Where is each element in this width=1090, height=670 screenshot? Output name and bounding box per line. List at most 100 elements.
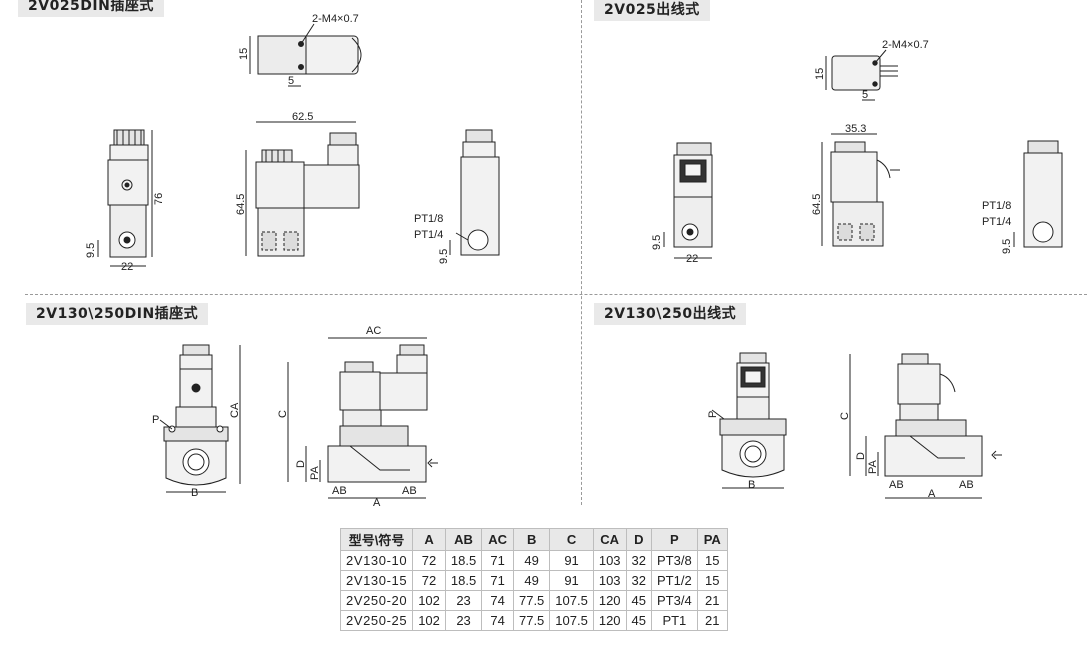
section-title-2v130-250-din: 2V130\250DIN插座式: [26, 303, 209, 325]
s3-dim-b: B: [191, 487, 198, 499]
s3-dim-ab-right: AB: [402, 485, 417, 497]
s3-dim-ab-left: AB: [332, 485, 347, 497]
s2-dim-9-5-left: 9.5: [651, 235, 663, 250]
cell-model: 2V250-25: [339, 610, 414, 631]
cell: 77.5: [512, 590, 551, 611]
cell: 72: [412, 570, 446, 591]
cell: 15: [696, 570, 728, 591]
s1-dim-9-5-right: 9.5: [438, 249, 450, 264]
cell: 120: [592, 590, 627, 611]
cell: 18.5: [444, 570, 483, 591]
cell: 21: [696, 590, 728, 611]
s1-dim-64-5: 64.5: [235, 194, 247, 215]
cell: 49: [512, 570, 551, 591]
s1-dim-5: 5: [288, 75, 294, 87]
s3-dim-ac: AC: [366, 325, 381, 337]
s1-dim-62-5: 62.5: [292, 111, 313, 123]
s2-pt14: PT1/4: [982, 216, 1011, 228]
spec-table-header-row: 型号\符号 A AB AC B C CA D P PA: [339, 528, 728, 551]
s3-left-view: [159, 344, 241, 493]
s1-dim-9-5-left: 9.5: [85, 243, 97, 258]
s4-dim-b: B: [748, 479, 755, 491]
s2-dim-15: 15: [814, 68, 826, 80]
header-d: D: [625, 528, 653, 551]
s3-dim-a: A: [373, 497, 381, 509]
cell: 15: [696, 550, 728, 571]
s2-front-view: [821, 133, 900, 247]
s1-left-view: [97, 129, 153, 267]
cell: 72: [412, 550, 446, 571]
cell: 49: [512, 550, 551, 571]
s3-dim-d: D: [295, 460, 307, 468]
s2-dim-35-3: 35.3: [845, 123, 866, 135]
s3-dim-pa: PA: [309, 465, 321, 480]
s3-dim-p: P: [152, 414, 159, 426]
cell-model: 2V250-20: [339, 590, 414, 611]
cell: 71: [481, 570, 514, 591]
spec-table: 型号\符号 A AB AC B C CA D P PA 2V130-10 72 …: [339, 528, 728, 631]
section-title-2v130-250-lead: 2V130\250出线式: [594, 303, 747, 325]
cell: 74: [481, 590, 514, 611]
cell: 23: [444, 590, 483, 611]
cell: 107.5: [549, 610, 594, 631]
section-title-2v025-din: 2V025DIN插座式: [18, 0, 164, 17]
s1-pt14: PT1/4: [414, 229, 443, 241]
s1-dim-76: 76: [153, 193, 165, 205]
s4-front-view: [849, 353, 1002, 499]
s2-left-view: [663, 142, 713, 259]
cell: 102: [412, 610, 446, 631]
header-ca: CA: [592, 528, 627, 551]
s4-dim-ab-left: AB: [889, 479, 904, 491]
header-ac: AC: [481, 528, 514, 551]
cell: 77.5: [512, 610, 551, 631]
cell: 107.5: [549, 590, 594, 611]
s4-left-view: [711, 352, 787, 489]
header-c: C: [549, 528, 594, 551]
cell: 18.5: [444, 550, 483, 571]
s1-thread-label: 2-M4×0.7: [312, 13, 359, 25]
cell: 23: [444, 610, 483, 631]
cell: PT3/8: [651, 550, 698, 571]
s3-front-view: [287, 337, 438, 499]
header-a: A: [412, 528, 446, 551]
s4-dim-c: C: [839, 412, 851, 420]
header-p: P: [651, 528, 698, 551]
table-row: 2V130-10 72 18.5 71 49 91 103 32 PT3/8 1…: [339, 550, 728, 571]
cell: 71: [481, 550, 514, 571]
header-model: 型号\符号: [339, 528, 414, 551]
cell: 102: [412, 590, 446, 611]
header-ab: AB: [444, 528, 483, 551]
s1-pt18: PT1/8: [414, 213, 443, 225]
cell: 91: [549, 570, 594, 591]
s2-dim-22: 22: [686, 253, 698, 265]
s1-dim-15: 15: [238, 48, 250, 60]
cell: PT1/2: [651, 570, 698, 591]
s4-dim-pa: PA: [867, 459, 879, 474]
s2-pt18: PT1/8: [982, 200, 1011, 212]
s1-side-view: [449, 129, 500, 256]
section-title-2v025-lead: 2V025出线式: [594, 0, 710, 21]
s1-top-view: [249, 23, 362, 87]
cell-model: 2V130-15: [339, 570, 414, 591]
cell: PT1: [651, 610, 698, 631]
s1-dim-22: 22: [121, 261, 133, 273]
s1-front-view: [245, 121, 360, 257]
cell: 45: [625, 610, 653, 631]
cell: 74: [481, 610, 514, 631]
cell: 91: [549, 550, 594, 571]
cell: 103: [592, 570, 627, 591]
s2-side-view: [1013, 140, 1063, 248]
s4-dim-d: D: [855, 452, 867, 460]
cell: 120: [592, 610, 627, 631]
cell: 32: [625, 550, 653, 571]
table-row: 2V250-25 102 23 74 77.5 107.5 120 45 PT1…: [339, 610, 728, 631]
s2-top-view: [825, 49, 898, 101]
vertical-divider: [581, 0, 582, 505]
s2-thread-label: 2-M4×0.7: [882, 39, 929, 51]
cell: 103: [592, 550, 627, 571]
s2-dim-64-5: 64.5: [811, 194, 823, 215]
table-row: 2V250-20 102 23 74 77.5 107.5 120 45 PT3…: [339, 590, 728, 611]
s4-dim-a: A: [928, 488, 936, 500]
s3-dim-c: C: [277, 410, 289, 418]
